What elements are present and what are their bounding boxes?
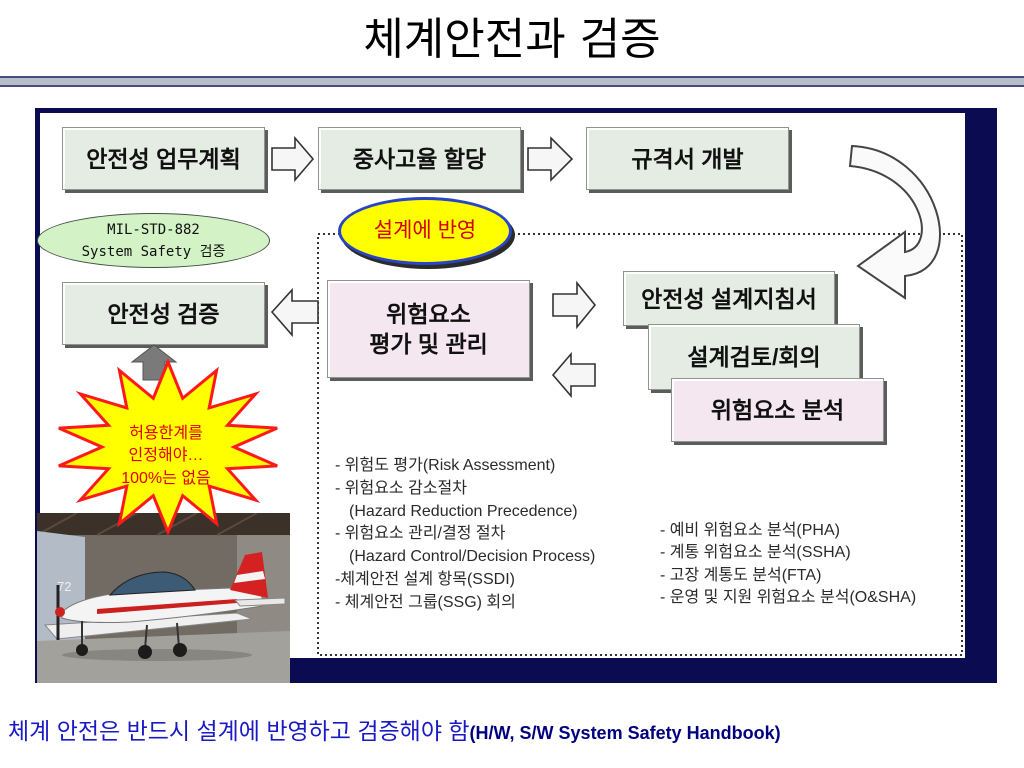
main-wheel: [138, 645, 152, 659]
box-accident-rate-allocation: 중사고율 할당: [318, 127, 521, 190]
tail-stripe: [234, 571, 265, 583]
box-safety-work-plan: 안전성 업무계획: [62, 127, 265, 190]
title-rule: [0, 76, 1024, 87]
process-list-item: (Hazard Reduction Precedence): [349, 502, 578, 520]
process-list-item: - 위험요소 관리/결정 절차: [335, 525, 506, 543]
box-label: 안전성 검증: [107, 300, 220, 327]
landing-gear: [81, 621, 180, 650]
aircraft-photo: 72: [37, 513, 290, 683]
analysis-list: - 예비 위험요소 분석(PHA) - 계통 위험요소 분석(SSHA) - 고…: [660, 520, 916, 609]
analysis-list-item: - 계통 위험요소 분석(SSHA): [660, 544, 851, 562]
box-label: 규격서 개발: [631, 145, 744, 172]
process-list-item: - 체계안전 그룹(SSG) 회의: [335, 593, 516, 611]
analysis-list-item: - 운영 및 지원 위험요소 분석(O&SHA): [660, 588, 917, 606]
box-label: 중사고율 할당: [352, 145, 487, 172]
slide-title: 체계안전과 검증: [363, 14, 661, 65]
aircraft-canopy: [108, 571, 196, 596]
box-safety-verification: 안전성 검증: [62, 282, 265, 345]
process-list: - 위험도 평가(Risk Assessment) - 위험요소 감소절차 (H…: [335, 455, 595, 615]
box-label: 설계검토/회의: [687, 344, 821, 370]
analysis-list-item: - 예비 위험요소 분석(PHA): [660, 522, 840, 539]
slide-caption: 체계 안전은 반드시 설계에 반영하고 검증해야 함(H/W, S/W Syst…: [8, 712, 1018, 746]
aircraft-stabilizer: [233, 597, 286, 607]
caption-source: (H/W, S/W System Safety Handbook): [469, 723, 781, 743]
fuselage-stripe: [97, 599, 237, 614]
hangar-door-panel: [37, 531, 85, 653]
box-hazard-assessment-management: 위험요소 평가 및 관리: [327, 280, 530, 378]
mil-std-882-callout: MIL-STD-882 System Safety 검증: [37, 213, 270, 268]
design-feedback-callout: 설계에 반영: [338, 197, 512, 265]
hangar-number: 72: [57, 579, 71, 594]
box-hazard-analysis: 위험요소 분석: [671, 378, 884, 442]
process-list-item: - 위험도 평가(Risk Assessment): [335, 457, 556, 474]
aircraft-shadow: [62, 649, 252, 661]
box-label: 안전성 업무계획: [86, 145, 241, 172]
analysis-list-item: - 고장 계통도 분석(FTA): [660, 566, 822, 584]
process-list-item: - 위험요소 감소절차: [335, 479, 467, 497]
callout-label: 설계에 반영: [373, 219, 477, 242]
box-safety-design-guide: 안전성 설계지침서: [623, 271, 835, 326]
box-label-line: 위험요소: [386, 301, 471, 327]
box-label: 안전성 설계지침서: [641, 285, 817, 312]
propeller-spinner: [55, 607, 65, 617]
box-label: 위험요소 분석: [710, 397, 845, 423]
box-specification-development: 규격서 개발: [586, 127, 789, 190]
main-wheel: [173, 643, 187, 657]
process-list-item: (Hazard Control/Decision Process): [349, 548, 596, 566]
box-label-line: 평가 및 관리: [369, 331, 488, 357]
process-list-item: -체계안전 설계 항목(SSDI): [335, 570, 515, 588]
nose-wheel: [76, 644, 88, 656]
callout-line: System Safety 검증: [81, 243, 226, 260]
caption-main: 체계 안전은 반드시 설계에 반영하고 검증해야 함: [8, 718, 470, 744]
callout-line: MIL-STD-882: [107, 221, 200, 238]
